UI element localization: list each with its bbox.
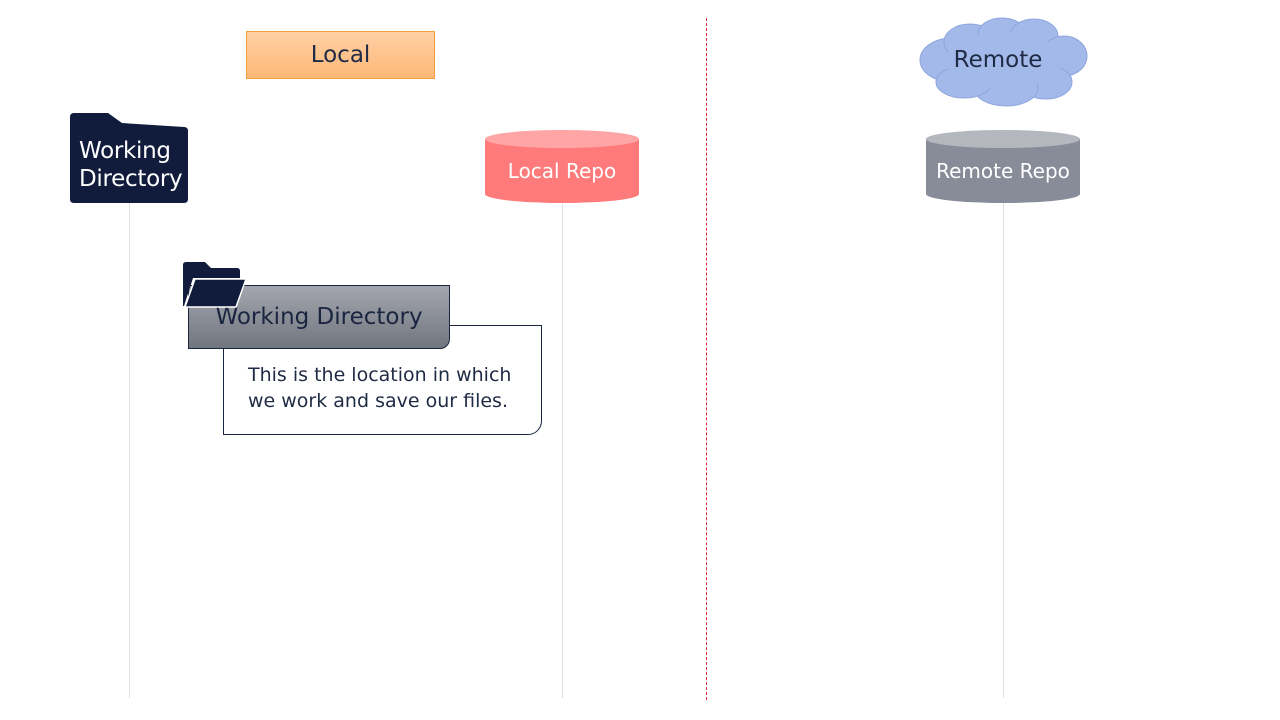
working-directory-label-line2: Directory	[79, 166, 183, 192]
callout-description-box: This is the location in which we work an…	[223, 325, 542, 435]
working-directory-label-line1: Working	[79, 138, 171, 164]
callout-title: Working Directory	[215, 304, 423, 330]
working-directory-node: Working Directory	[70, 113, 188, 203]
local-remote-divider	[706, 18, 707, 700]
callout-description-line2: we work and save our files.	[248, 390, 508, 412]
database-icon	[926, 130, 1080, 203]
remote-repo-lifeline	[1003, 203, 1004, 698]
local-label: Local	[246, 31, 435, 79]
remote-cloud: Remote	[918, 16, 1090, 108]
remote-repo-node: Remote Repo	[925, 130, 1081, 204]
working-directory-lifeline	[129, 203, 130, 698]
local-repo-lifeline	[562, 203, 563, 698]
local-label-text: Local	[310, 42, 371, 68]
cloud-icon	[919, 17, 1088, 107]
callout-title-box: Working Directory	[188, 285, 450, 349]
local-repo-label: Local Repo	[507, 159, 617, 183]
local-repo-node: Local Repo	[484, 130, 640, 204]
remote-repo-label: Remote Repo	[936, 159, 1070, 183]
remote-label: Remote	[953, 47, 1043, 73]
folder-icon	[70, 113, 188, 203]
open-folder-icon	[183, 262, 247, 308]
database-icon	[485, 130, 639, 203]
callout-description-line1: This is the location in which	[248, 364, 512, 386]
